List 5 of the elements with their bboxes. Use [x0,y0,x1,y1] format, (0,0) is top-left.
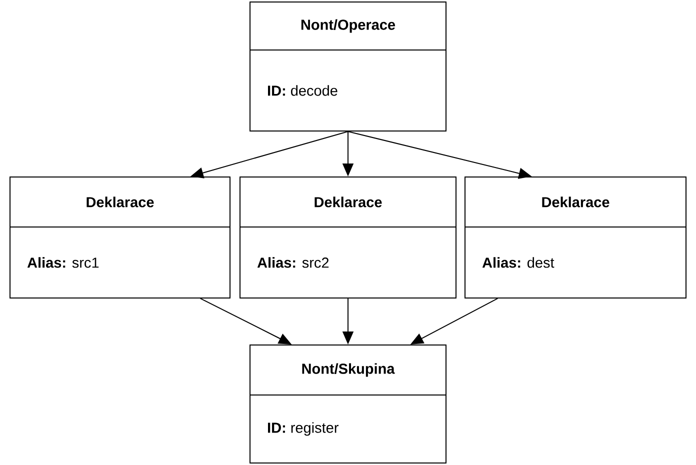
entity-box: Nont/Operace ID: decode [250,2,446,132]
entity-box: Deklarace Alias: src2 [240,176,456,298]
entity-box: Deklarace Alias: dest [464,176,686,298]
entity-box: Nont/Skupina ID: register [250,344,446,464]
entity-box: Deklarace Alias: src1 [10,176,230,298]
